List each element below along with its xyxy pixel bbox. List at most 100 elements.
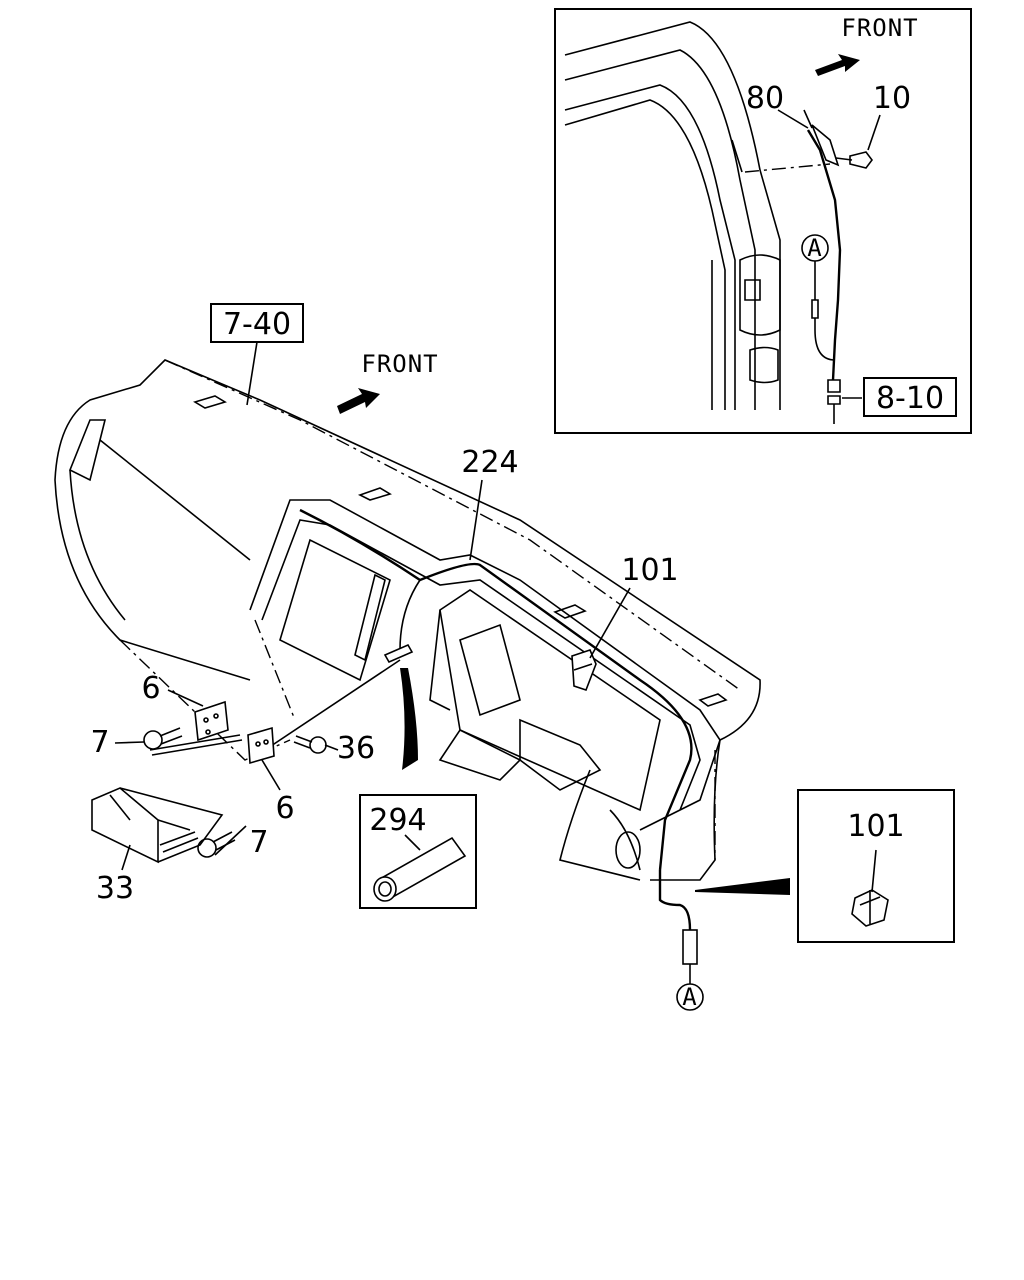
dash-top-tab-2: [357, 487, 392, 501]
instrument-frame-outer: [249, 499, 721, 831]
leader-bolt-dash: [744, 163, 831, 173]
dash-left-vent: [68, 419, 107, 482]
part-224-label: 224: [461, 445, 518, 480]
part-294-label: 294: [369, 803, 426, 838]
instrument-opening-right: [439, 589, 661, 812]
instrument-rib-mid: [429, 609, 451, 711]
part-10-label: 10: [873, 81, 911, 116]
front-main-label: FRONT: [361, 350, 438, 378]
pointer-to-294: [400, 668, 418, 770]
leader-33: [121, 844, 131, 871]
door-frame-mid: [564, 49, 756, 410]
antenna-cable: [806, 129, 842, 381]
part-36-label: 36: [337, 731, 375, 766]
dash-top-tab-3: [553, 604, 587, 619]
circle-a-inset: [801, 234, 829, 262]
leader-80: [777, 109, 809, 129]
part-6-lower-label: 6: [275, 791, 294, 826]
leader-101-main: [589, 587, 631, 659]
clip-101-main: [571, 649, 597, 692]
connector-8-10-b: [827, 395, 841, 405]
part-101-detail-label: 101: [847, 809, 904, 844]
part-33-label: 33: [96, 871, 134, 906]
clip-101-detail: [851, 889, 889, 927]
circle-a-inset-label: A: [807, 234, 822, 262]
cable-connector-inset: [811, 299, 819, 319]
door-slot: [731, 139, 743, 173]
dash-top-outline: [54, 359, 761, 741]
spacer-294: [373, 836, 467, 902]
lower-console-box: [519, 718, 602, 791]
instrument-gauge-housing: [459, 623, 521, 717]
leader-7-left: [114, 741, 145, 744]
dash-left-dashed: [254, 619, 296, 721]
instrument-opening-left: [279, 538, 391, 682]
detail-box-294: [359, 794, 477, 909]
antenna-plug-main: [682, 929, 698, 965]
antenna-tip: [803, 109, 813, 129]
leader-36: [324, 744, 339, 751]
part-7-lower-label: 7: [249, 825, 268, 860]
leader-6-upper: [167, 689, 204, 707]
screw-7-left: [143, 727, 183, 750]
dash-top-tab-1: [193, 395, 227, 409]
harness-224: [299, 508, 693, 871]
door-frame-inner2: [564, 99, 726, 410]
ref-8-10-label: 8-10: [876, 381, 944, 416]
circle-a-main: [676, 983, 704, 1011]
door-pillar-slot: [749, 346, 779, 384]
dash-top-dashed: [164, 359, 741, 691]
antenna-lead-main: [658, 870, 692, 931]
bracket-6-lower: [247, 726, 275, 765]
instrument-rib-left: [354, 573, 386, 662]
pointer-to-101-detail: [695, 878, 790, 895]
lower-console-lip: [438, 728, 522, 781]
bracket-to-connector-line: [249, 659, 401, 761]
door-frame-outer: [564, 21, 781, 410]
harness-connector: [383, 643, 414, 664]
front-arrow-inset-icon: [815, 54, 860, 76]
inset-detail: A 8-10 80 10 FRONT: [554, 8, 972, 434]
door-pillar-hole: [744, 279, 761, 301]
hardware-dashed: [119, 639, 291, 761]
inset-frame: [554, 8, 972, 434]
part-7-left-label: 7: [90, 725, 109, 760]
bolt-10: [835, 151, 873, 169]
panel-33: [91, 734, 243, 864]
dash-left-inner: [69, 469, 126, 621]
leader-294: [404, 834, 421, 851]
part-6-upper-label: 6: [141, 671, 160, 706]
dash-left-face-line: [99, 439, 251, 561]
front-arrow-main-icon: [337, 388, 380, 414]
part-80-label: 80: [746, 81, 784, 116]
door-pillar-panel: [739, 254, 781, 336]
cable-to-a-inset: [814, 260, 836, 361]
screw-7-lower: [197, 831, 236, 858]
antenna-bracket: [811, 124, 840, 167]
bracket-6-upper: [194, 700, 229, 742]
leader-10: [867, 114, 881, 151]
leader-224: [469, 479, 483, 561]
leader-7-lower: [214, 825, 247, 856]
part-101-main-label: 101: [621, 553, 678, 588]
harness-branch: [399, 579, 421, 651]
dashboard-assembly: A: [54, 359, 955, 1011]
circle-a-main-label: A: [682, 983, 697, 1011]
dash-lower-right-skirt: [559, 769, 641, 881]
ref-box-8-10: [863, 377, 957, 417]
detail-box-101: [797, 789, 955, 943]
ref-7-40-label: 7-40: [223, 307, 291, 342]
dash-top-tab-4: [698, 693, 728, 707]
instrument-frame-inner: [261, 519, 701, 811]
connector-8-10: [827, 379, 841, 393]
leader-7-40: [246, 341, 258, 406]
door-frame-inner: [564, 84, 736, 410]
dash-left-body: [54, 479, 251, 681]
front-inset-label: FRONT: [841, 14, 918, 42]
dash-lower-right-curve: [609, 809, 641, 871]
leader-6-lower: [261, 759, 281, 791]
screw-36: [293, 735, 327, 754]
dash-lower-right-hole: [615, 831, 641, 869]
leader-101-detail: [871, 849, 877, 893]
